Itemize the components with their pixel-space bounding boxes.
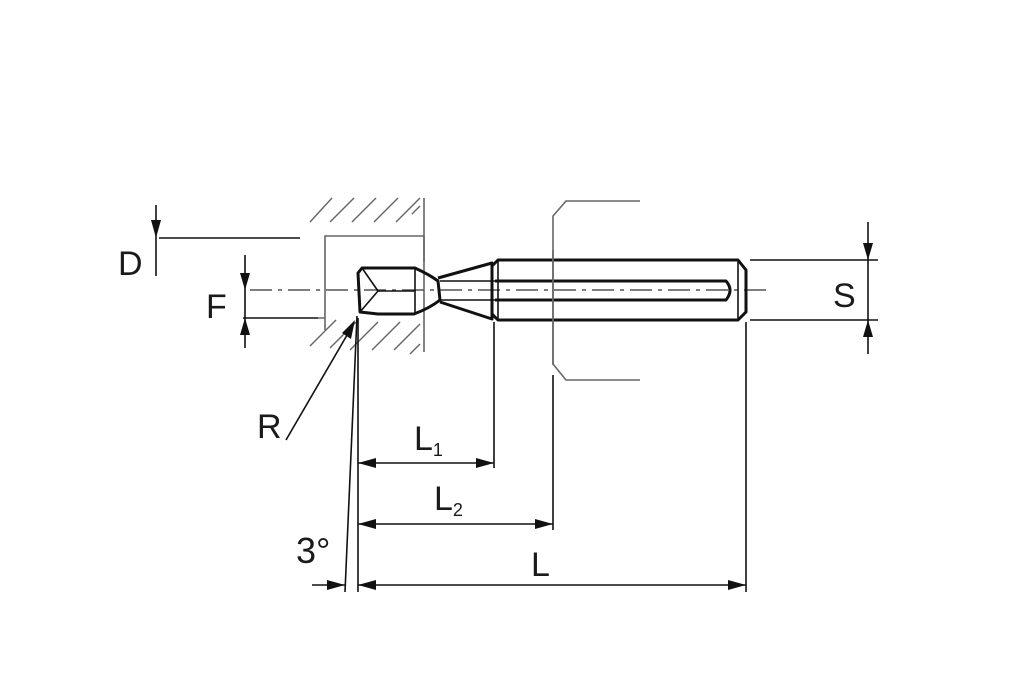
dimension-S: [863, 222, 873, 354]
label-S: S: [833, 277, 856, 315]
dimension-R: [285, 320, 355, 441]
dimension-L1: [358, 458, 494, 468]
tool-neck: [437, 261, 494, 321]
workpiece: [309, 197, 425, 355]
label-angle: 3°: [296, 530, 330, 571]
workpiece-top-hatch: [309, 197, 421, 223]
dimension-F: [240, 255, 250, 348]
label-L1: L1: [414, 420, 443, 460]
boring-tool: [356, 258, 748, 322]
label-R: R: [257, 408, 282, 446]
angle-3deg: [312, 580, 345, 590]
coolant-bore: [495, 279, 732, 302]
bore-outline: [318, 198, 425, 352]
chip-face-line: [361, 267, 379, 292]
extension-lines: [159, 237, 878, 593]
label-L2: L2: [434, 480, 463, 520]
label-D: D: [118, 245, 143, 283]
label-L: L: [531, 546, 550, 584]
dimension-L: [358, 580, 746, 590]
chip-face-line-2: [359, 290, 379, 313]
dimension-L2: [358, 519, 553, 529]
workpiece-bottom-hatch: [309, 319, 421, 355]
dimension-D: [151, 205, 161, 276]
label-F: F: [206, 288, 227, 326]
